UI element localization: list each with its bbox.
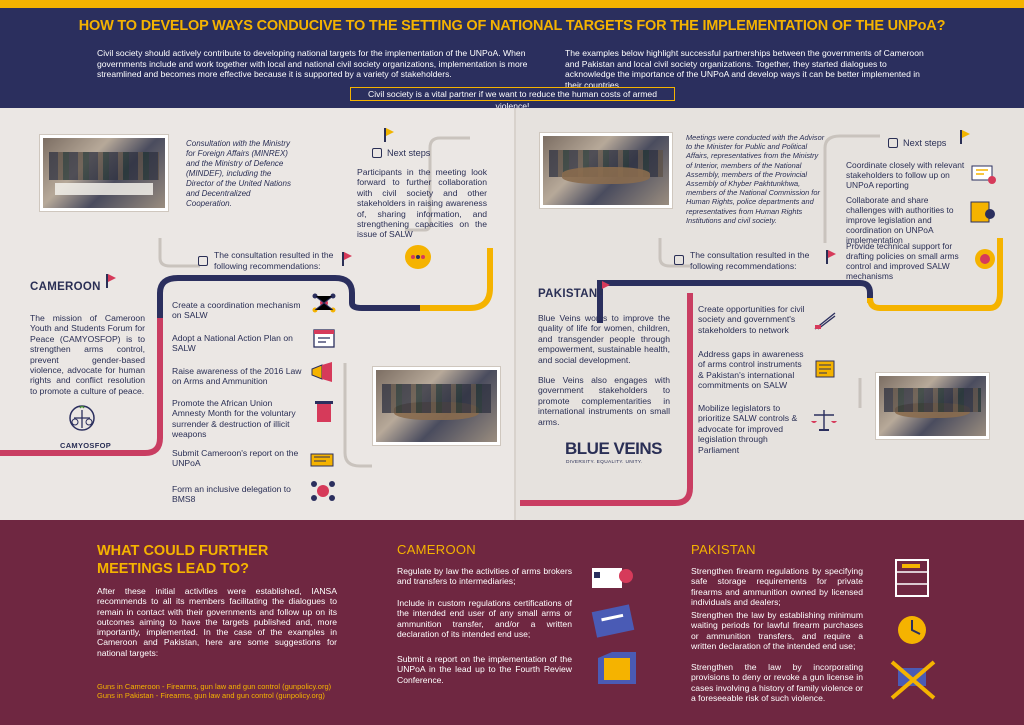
- pakistan-photo-2: [876, 373, 989, 439]
- footer: WHAT COULD FURTHER MEETINGS LEAD TO? Aft…: [0, 520, 1024, 725]
- next-steps-flag-icon: [384, 128, 394, 142]
- footer-cameroon-item-1: Regulate by law the activities of arms b…: [397, 566, 572, 587]
- cameroon-rec-5: Submit Cameroon's report on the UNPoA: [172, 448, 299, 469]
- cameroon-rec-1: Create a coordination mechanism on SALW: [172, 300, 301, 321]
- pakistan-rec-2: Address gaps in awareness of arms contro…: [698, 349, 804, 391]
- photo-table: [561, 167, 651, 185]
- cameroon-curve-gray2: [405, 136, 470, 232]
- megaphone-icon: [308, 360, 336, 384]
- footer-pakistan-item-1: Strengthen firearm regulations by specif…: [691, 566, 863, 607]
- waiting-period-clock-icon: [888, 608, 938, 652]
- calendar-plan-icon: [311, 326, 337, 350]
- pakistan-consultation-head: The consultation resulted in the followi…: [690, 250, 810, 271]
- blue-veins-tagline: DIVERSITY. EQUALITY. UNITY.: [566, 460, 643, 465]
- consultation-flag-icon: [826, 250, 836, 264]
- cameroon-photo-2: [373, 367, 500, 445]
- report-icon: [308, 446, 336, 470]
- header: HOW TO DEVELOP WAYS CONDUCIVE TO THE SET…: [0, 0, 1024, 111]
- intro-right: The examples below highlight successful …: [565, 48, 924, 90]
- scales-icon: [810, 407, 838, 433]
- cameroon-consultation-head: The consultation resulted in the followi…: [214, 250, 334, 271]
- pakistan-flag-icon: [600, 281, 610, 295]
- customs-document-icon: [588, 602, 644, 640]
- pakistan-rec-3: Mobilize legislators to prioritize SALW …: [698, 403, 798, 455]
- checkbox-icon: [198, 256, 208, 266]
- network-icon: [311, 291, 337, 315]
- report-folder-icon: [592, 648, 642, 690]
- next-steps-flag-icon: [960, 130, 970, 144]
- photo-figures: [884, 388, 981, 412]
- cameroon-next-steps-text: Participants in the meeting look forward…: [357, 167, 487, 240]
- intro-left: Civil society should actively contribute…: [97, 48, 528, 80]
- blue-veins-logo: BLUE VEINS: [565, 439, 663, 458]
- coordination-icon: [968, 160, 998, 188]
- banner: Civil society is a vital partner if we w…: [350, 87, 675, 111]
- pakistan-curve-gray2: [823, 134, 880, 243]
- cameroon-curve-gray3: [343, 363, 372, 468]
- page-title: HOW TO DEVELOP WAYS CONDUCIVE TO THE SET…: [78, 18, 946, 34]
- cameroon-curve-gray: [158, 238, 200, 268]
- checkbox-icon: [674, 255, 684, 265]
- checkbox-icon: [888, 138, 898, 148]
- pakistan-curve-gold: [867, 238, 1003, 311]
- gun-safe-icon: [888, 556, 938, 600]
- trash-bin-icon: [313, 398, 335, 424]
- footer-cameroon-title: CAMEROON: [397, 542, 476, 557]
- cameroon-curve-crimson: [0, 318, 163, 456]
- pakistan-photo-1: [540, 133, 672, 208]
- pakistan-rec-1: Create opportunities for civil society a…: [698, 304, 805, 335]
- pakistan-photo-caption: Meetings were conducted with the Advisor…: [686, 133, 825, 225]
- photo-banner: [55, 182, 153, 196]
- pakistan-next-step-1: Coordinate closely with relevant stakeho…: [846, 160, 965, 190]
- cameroon-rec-2: Adopt a National Action Plan on SALW: [172, 333, 293, 354]
- pakistan-next-step-3: Provide technical support for drafting p…: [846, 241, 959, 281]
- cameroon-rec-3: Raise awareness of the 2016 Law on Arms …: [172, 366, 302, 387]
- footer-cameroon-item-3: Submit a report on the implementation of…: [397, 654, 572, 685]
- brokers-icon: [588, 558, 644, 594]
- checkbox-icon: [372, 148, 382, 158]
- pakistan-next-step-2: Collaborate and share challenges with au…: [846, 195, 954, 245]
- pakistan-next-steps-title: Next steps: [903, 138, 947, 148]
- footer-pakistan-title: PAKISTAN: [691, 542, 756, 557]
- footer-body: After these initial activities were esta…: [97, 586, 337, 658]
- megaphone-chat-icon: [403, 243, 433, 271]
- cameroon-curve-gold: [420, 248, 493, 311]
- pakistan-title: PAKISTAN: [538, 288, 598, 300]
- pakistan-about-1: Blue Veins works to improve the quality …: [538, 313, 670, 365]
- camyosfop-logo: CAMYOSFOP: [60, 441, 112, 450]
- consultation-flag-icon: [342, 252, 352, 266]
- footer-pakistan-item-3: Strengthen the law by incorporating prov…: [691, 662, 863, 703]
- photo-figures: [49, 152, 159, 180]
- footer-title: WHAT COULD FURTHER MEETINGS LEAD TO?: [97, 543, 269, 577]
- cameroon-title: CAMEROON: [30, 281, 101, 293]
- cameroon-photo-1: [40, 135, 168, 211]
- pakistan-curve-crimson: [520, 293, 693, 506]
- revoke-license-icon: [888, 658, 938, 702]
- cameroon-mission: The mission of Cameroon Youth and Studen…: [30, 313, 145, 396]
- link-guns-cameroon[interactable]: Guns in Cameroon - Firearms, gun law and…: [97, 682, 332, 691]
- pakistan-about-2: Blue Veins also engages with government …: [538, 375, 670, 427]
- cameroon-curve-navy: [157, 275, 420, 318]
- footer-pakistan-item-2: Strengthen the law by establishing minim…: [691, 610, 863, 651]
- support-icon: [972, 246, 998, 272]
- cameroon-rec-4: Promote the African Union Amnesty Month …: [172, 398, 296, 440]
- cameroon-flag-icon: [106, 274, 116, 288]
- cameroon-next-steps-title: Next steps: [387, 148, 431, 158]
- delegation-icon: [309, 478, 337, 504]
- photo-figures: [382, 384, 491, 414]
- cameroon-photo-caption: Consultation with the Ministry for Forei…: [186, 139, 291, 208]
- cameroon-rec-6: Form an inclusive delegation to BMS8: [172, 484, 291, 505]
- pakistan-curve-gray: [658, 238, 690, 268]
- network-ladder-icon: [812, 310, 838, 332]
- collaboration-icon: [968, 198, 998, 226]
- awareness-icon: [812, 357, 838, 381]
- footer-cameroon-item-2: Include in custom regulations certificat…: [397, 598, 572, 639]
- panel-divider: [514, 108, 516, 520]
- link-guns-pakistan[interactable]: Guns in Pakistan - Firearms, gun law and…: [97, 691, 325, 700]
- camyosfop-logo-icon: [64, 404, 100, 436]
